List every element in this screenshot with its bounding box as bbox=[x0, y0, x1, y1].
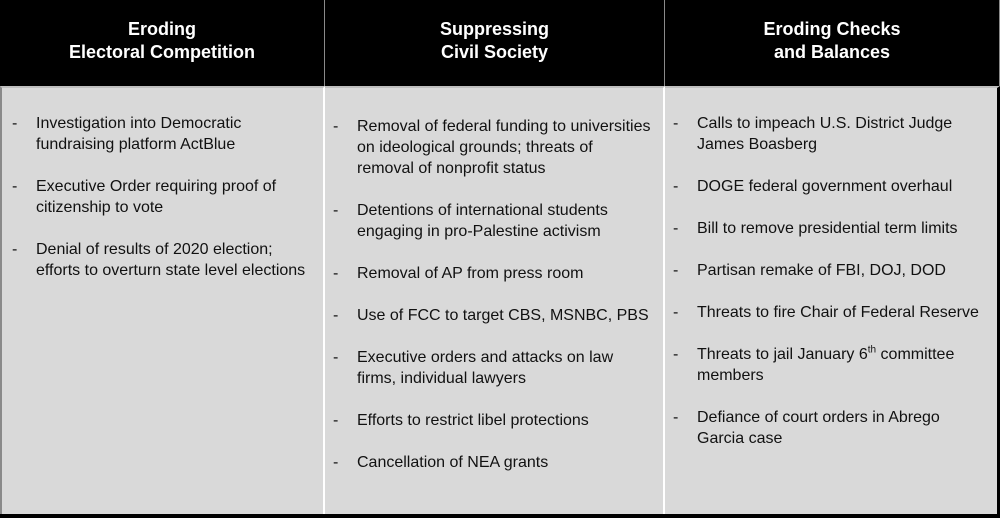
list-item: - Defiance of court orders in Abrego Garc… bbox=[673, 407, 989, 449]
list-item: - Calls to impeach U.S. District Judge Ja… bbox=[673, 113, 989, 155]
item-text: Removal of federal funding to universiti… bbox=[357, 118, 651, 177]
item-text: Calls to impeach U.S. District Judge Jam… bbox=[697, 115, 953, 153]
item-text: Efforts to restrict libel protections bbox=[357, 412, 589, 429]
header-line: and Balances bbox=[773, 42, 891, 62]
bullet-dash: - bbox=[673, 304, 679, 321]
bullet-dash: - bbox=[333, 412, 339, 429]
list-item: - Threats to jail January 6th committee m… bbox=[673, 344, 989, 386]
item-text: Denial of results of 2020 election; effo… bbox=[36, 241, 306, 279]
list-item: - Efforts to restrict libel protections bbox=[333, 410, 653, 431]
bullet-dash: - bbox=[673, 178, 679, 195]
item-list: - Investigation into Democratic fundraisi… bbox=[2, 88, 323, 281]
list-item: - Removal of AP from press room bbox=[333, 263, 653, 284]
bullet-dash: - bbox=[333, 202, 339, 219]
list-item: - Denial of results of 2020 election; eff… bbox=[12, 239, 313, 281]
list-item: - DOGE federal government overhaul bbox=[673, 176, 989, 197]
item-text: Partisan remake of FBI, DOJ, DOD bbox=[697, 262, 946, 279]
item-list: - Removal of federal funding to universit… bbox=[325, 88, 663, 473]
bullet-dash: - bbox=[333, 349, 339, 366]
bullet-dash: - bbox=[673, 262, 679, 279]
item-text: Use of FCC to target CBS, MSNBC, PBS bbox=[357, 307, 649, 324]
bullet-dash: - bbox=[12, 241, 18, 258]
bullet-dash: - bbox=[333, 307, 339, 324]
item-text: Cancellation of NEA grants bbox=[357, 454, 549, 471]
item-text: DOGE federal government overhaul bbox=[697, 178, 953, 195]
header-line: Eroding bbox=[128, 19, 196, 39]
list-item: - Threats to fire Chair of Federal Reserv… bbox=[673, 302, 989, 323]
item-list: - Calls to impeach U.S. District Judge Ja… bbox=[665, 88, 997, 449]
list-item: - Executive orders and attacks on law fir… bbox=[333, 347, 653, 389]
column-checks-and-balances: - Calls to impeach U.S. District Judge Ja… bbox=[665, 86, 1000, 514]
item-text: Bill to remove presidential term limits bbox=[697, 220, 958, 237]
list-item: - Investigation into Democratic fundraisi… bbox=[12, 113, 313, 155]
header-line: Civil Society bbox=[440, 42, 549, 62]
item-text: Defiance of court orders in Abrego Garci… bbox=[697, 409, 940, 447]
header-line: Eroding Checks bbox=[763, 19, 901, 39]
bullet-dash: - bbox=[12, 178, 18, 195]
bullet-dash: - bbox=[333, 454, 339, 471]
column-electoral-competition: - Investigation into Democratic fundraisi… bbox=[0, 86, 325, 514]
list-item: - Cancellation of NEA grants bbox=[333, 452, 653, 473]
list-item: - Partisan remake of FBI, DOJ, DOD bbox=[673, 260, 989, 281]
column-civil-society: - Removal of federal funding to universit… bbox=[325, 86, 665, 514]
bullet-dash: - bbox=[673, 346, 679, 363]
list-item: - Detentions of international students en… bbox=[333, 200, 653, 242]
header-suppressing-civil-society: Suppressing Civil Society bbox=[325, 0, 665, 86]
list-item: - Removal of federal funding to universit… bbox=[333, 116, 653, 179]
list-item: - Executive Order requiring proof of citi… bbox=[12, 176, 313, 218]
header-eroding-electoral-competition: Eroding Electoral Competition bbox=[0, 0, 325, 86]
bullet-dash: - bbox=[673, 220, 679, 237]
bullet-dash: - bbox=[333, 265, 339, 282]
header-line: Suppressing bbox=[439, 19, 550, 39]
item-text: Detentions of international students eng… bbox=[357, 202, 608, 240]
ordinal-superscript: th bbox=[867, 344, 877, 356]
header-eroding-checks-and-balances: Eroding Checks and Balances bbox=[665, 0, 1000, 86]
item-text: Investigation into Democratic fundraisin… bbox=[36, 115, 242, 153]
item-text: Executive orders and attacks on law firm… bbox=[357, 349, 614, 387]
bullet-dash: - bbox=[673, 115, 679, 132]
item-text: Threats to fire Chair of Federal Reserve bbox=[697, 304, 979, 321]
list-item: - Use of FCC to target CBS, MSNBC, PBS bbox=[333, 305, 653, 326]
bullet-dash: - bbox=[333, 118, 339, 135]
bullet-dash: - bbox=[12, 115, 18, 132]
item-text: Removal of AP from press room bbox=[357, 265, 584, 282]
header-line: Electoral Competition bbox=[68, 42, 256, 62]
item-text: Threats to jail January 6th committee me… bbox=[697, 344, 955, 384]
list-item: - Bill to remove presidential term limits bbox=[673, 218, 989, 239]
bullet-dash: - bbox=[673, 409, 679, 426]
item-text: Executive Order requiring proof of citiz… bbox=[36, 178, 277, 216]
